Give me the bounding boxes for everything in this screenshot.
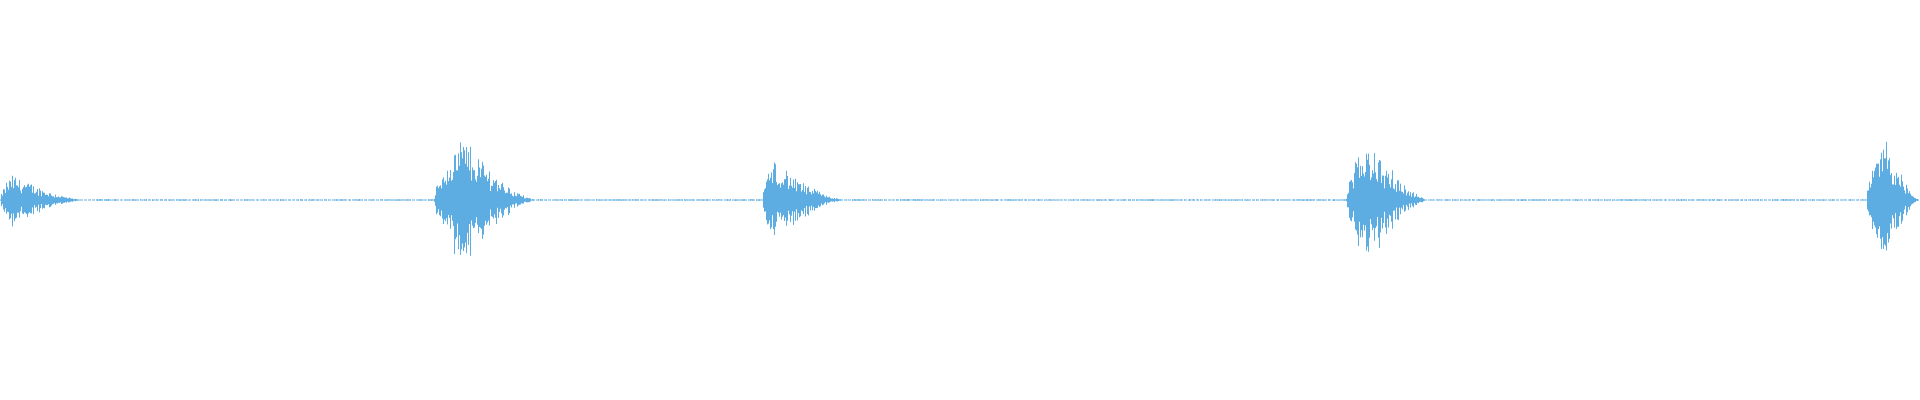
waveform-trace [0, 141, 1920, 256]
waveform-samples [0, 141, 1919, 256]
